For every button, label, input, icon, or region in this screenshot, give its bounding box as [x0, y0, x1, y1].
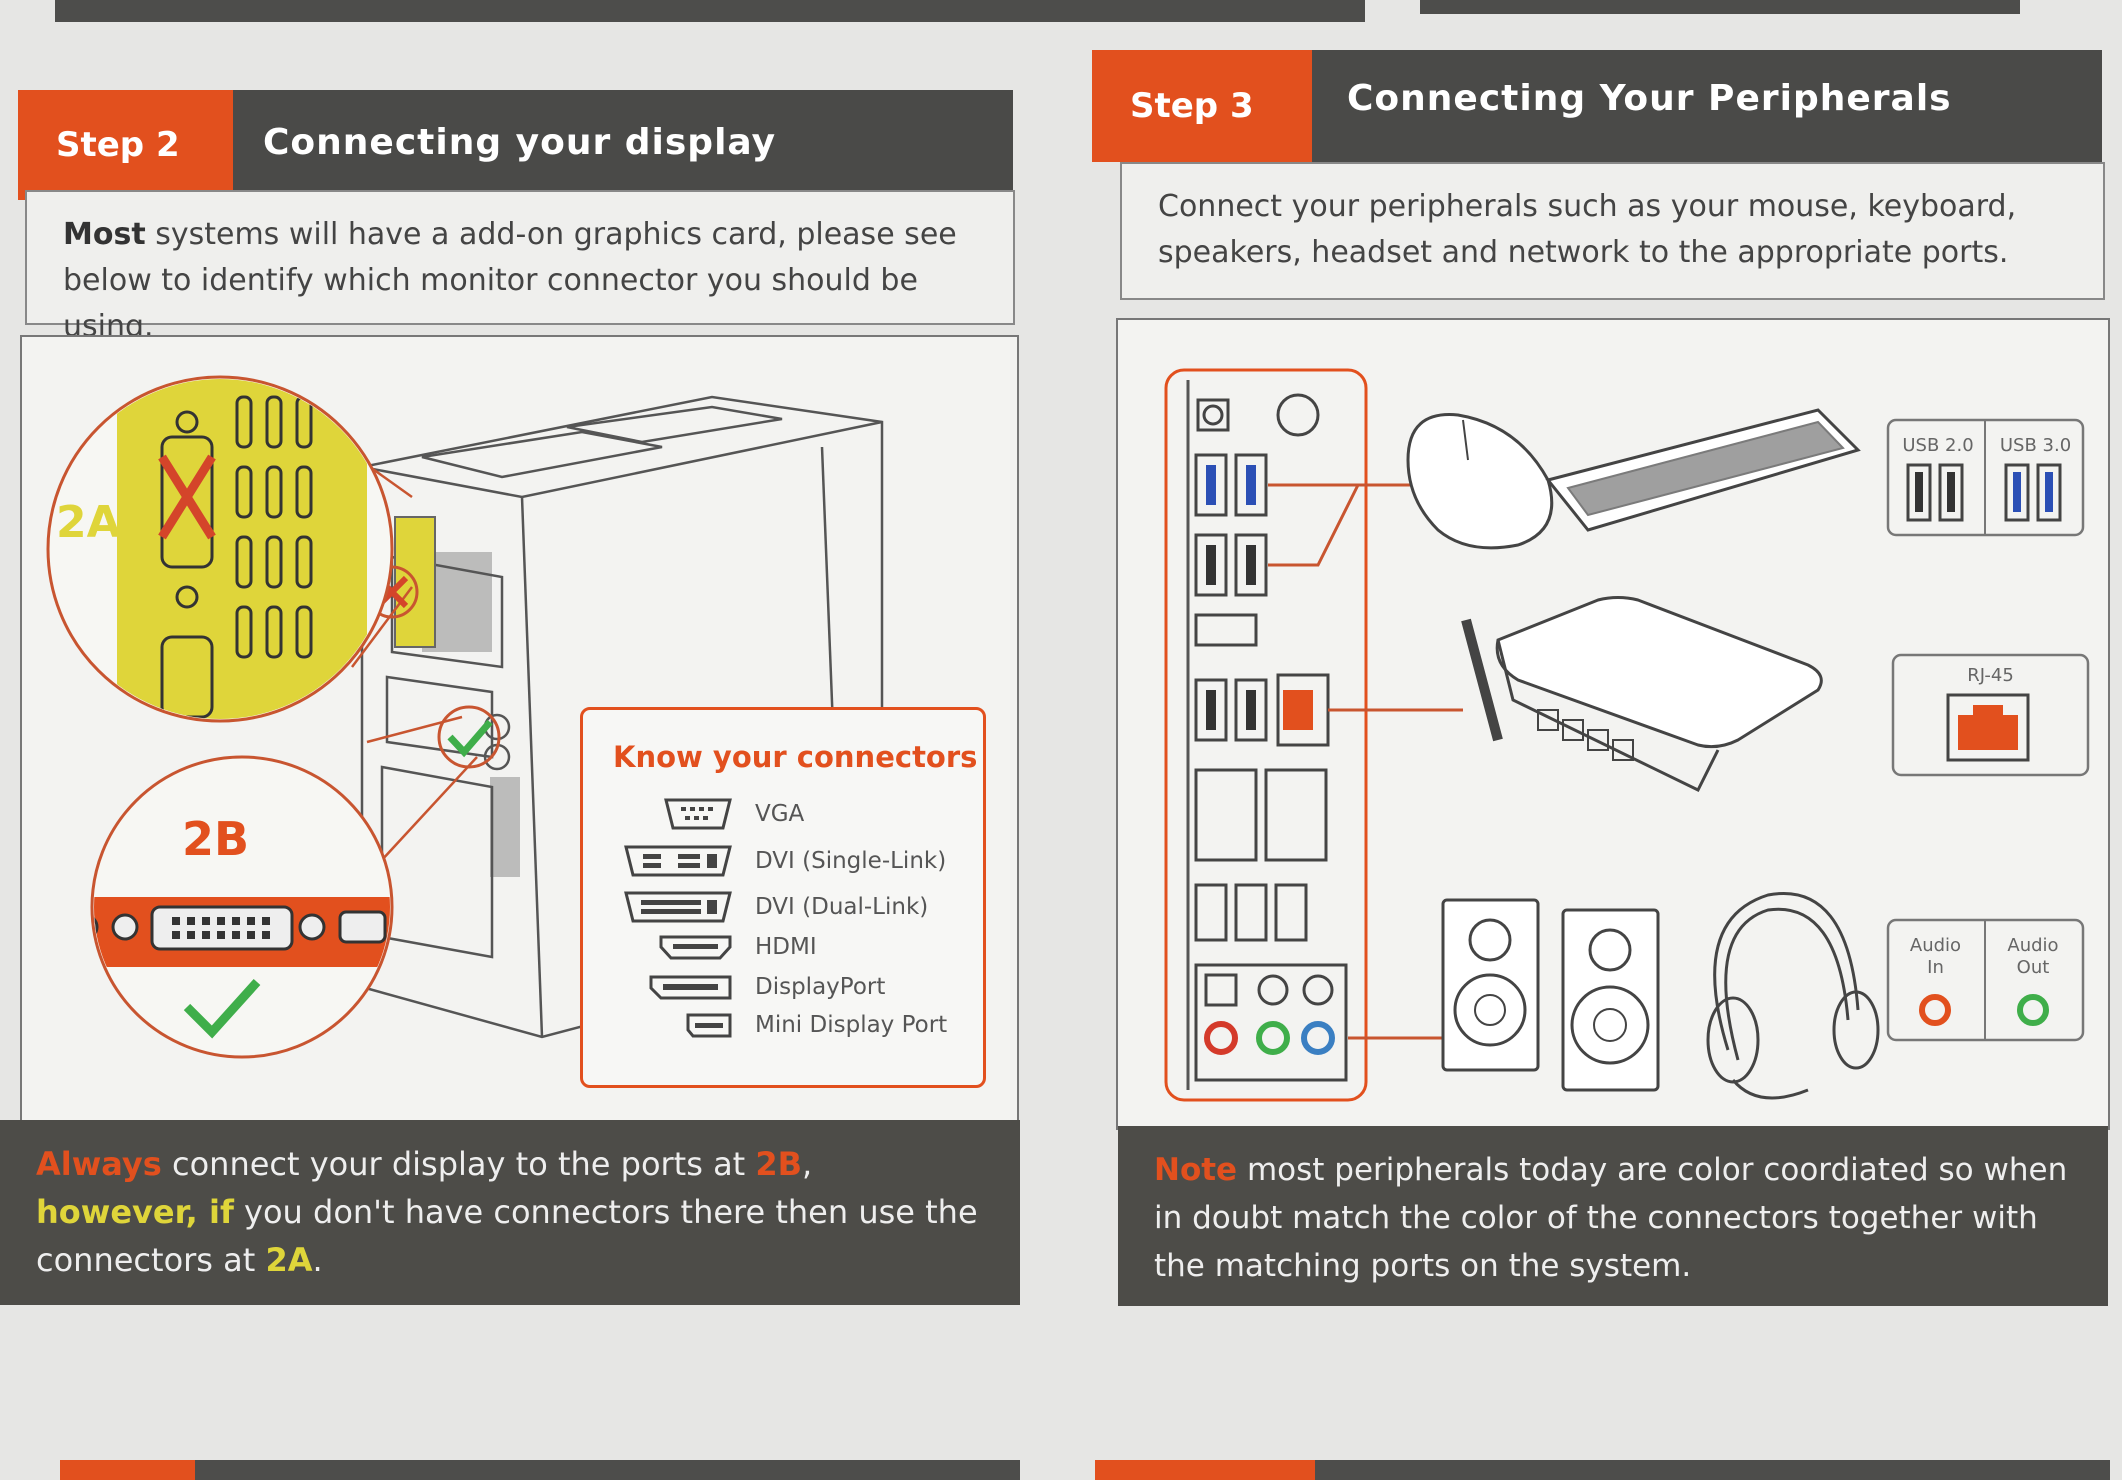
callout-2a-label: 2A — [56, 497, 121, 548]
connector-row-displayport: DisplayPort — [623, 972, 885, 1002]
connector-label-dvi-dual: DVI (Dual-Link) — [755, 894, 929, 920]
step2-intro-bold: Most — [63, 217, 146, 252]
step3-illustration-box: USB 2.0 USB 3.0 RJ-45 Audio In Audio Out — [1116, 318, 2110, 1130]
step2-title: Connecting your display — [263, 122, 777, 163]
connector-row-vga: VGA — [623, 795, 804, 833]
usb30-label: USB 3.0 — [1999, 435, 2072, 456]
audio-out-label: Audio Out — [2007, 935, 2059, 978]
step3-label: Step 3 — [1092, 50, 1312, 162]
step3-intro: Connect your peripherals such as your mo… — [1120, 162, 2105, 300]
step2-intro: Most systems will have a add-on graphics… — [25, 190, 1015, 344]
step2-header: Step 2 Connecting your display — [18, 90, 1013, 200]
step3-note-text: most peripherals today are color coordia… — [1154, 1152, 2068, 1284]
step2-label: Step 2 — [18, 90, 233, 200]
step2-note: Always connect your display to the ports… — [0, 1120, 1020, 1305]
connector-row-dvi-dual: DVI (Dual-Link) — [623, 888, 928, 926]
connector-label-hdmi: HDMI — [755, 934, 817, 960]
dvi-dual-port-icon — [624, 891, 732, 923]
step3-intro-text: Connect your peripherals such as your mo… — [1158, 189, 2017, 270]
know-your-connectors-box: Know your connectors VGA DVI (Single-Lin… — [580, 707, 986, 1088]
connector-label-mini-displayport: Mini Display Port — [755, 1012, 948, 1038]
pc-tower-illustration — [46, 375, 884, 1059]
connector-label-displayport: DisplayPort — [755, 974, 886, 1000]
connector-label-vga: VGA — [755, 801, 805, 827]
note-ref-2a: 2A — [265, 1241, 313, 1279]
note-always: Always — [36, 1145, 162, 1183]
rj45-label: RJ-45 — [1967, 665, 2014, 686]
connector-row-mini-displayport: Mini Display Port — [623, 1010, 947, 1040]
note-however: however, if — [36, 1193, 234, 1231]
audio-in-label: Audio In — [1909, 935, 1962, 978]
connector-label-dvi-single: DVI (Single-Link) — [755, 848, 947, 874]
note-word: Note — [1154, 1152, 1238, 1188]
note-end: . — [312, 1241, 323, 1279]
connectors-title: Know your connectors — [613, 740, 978, 774]
connector-row-hdmi: HDMI — [623, 932, 817, 962]
vga-port-icon — [664, 798, 732, 830]
note-text-2: you don't have connectors there then use… — [36, 1193, 978, 1279]
step3-note: Note most peripherals today are color co… — [1118, 1126, 2108, 1306]
callout-2b-label: 2B — [182, 812, 250, 866]
step2-intro-text: systems will have a add-on graphics card… — [63, 217, 957, 344]
previous-section-bar-right — [1420, 0, 2020, 14]
hdmi-port-icon — [659, 935, 732, 960]
mini-displayport-icon — [686, 1013, 732, 1038]
note-comma: , — [802, 1145, 813, 1183]
connector-row-dvi-single: DVI (Single-Link) — [623, 842, 946, 880]
previous-section-bar — [55, 0, 1365, 22]
usb20-label: USB 2.0 — [1902, 435, 1974, 456]
note-text-1: connect your display to the ports at — [161, 1145, 756, 1183]
next-section-bar-right — [1095, 1460, 2110, 1480]
step2-illustration-box: 2A 2B Know your connectors VGA DVI (Sing… — [20, 335, 1019, 1124]
note-ref-2b: 2B — [755, 1145, 803, 1183]
next-section-bar-left — [60, 1460, 1020, 1480]
dvi-single-port-icon — [624, 845, 732, 877]
step3-header: Step 3 Connecting Your Peripherals — [1092, 50, 2102, 162]
peripherals-illustration — [1164, 368, 2090, 1102]
step3-title: Connecting Your Peripherals — [1347, 78, 1952, 119]
displayport-icon — [649, 975, 732, 1000]
